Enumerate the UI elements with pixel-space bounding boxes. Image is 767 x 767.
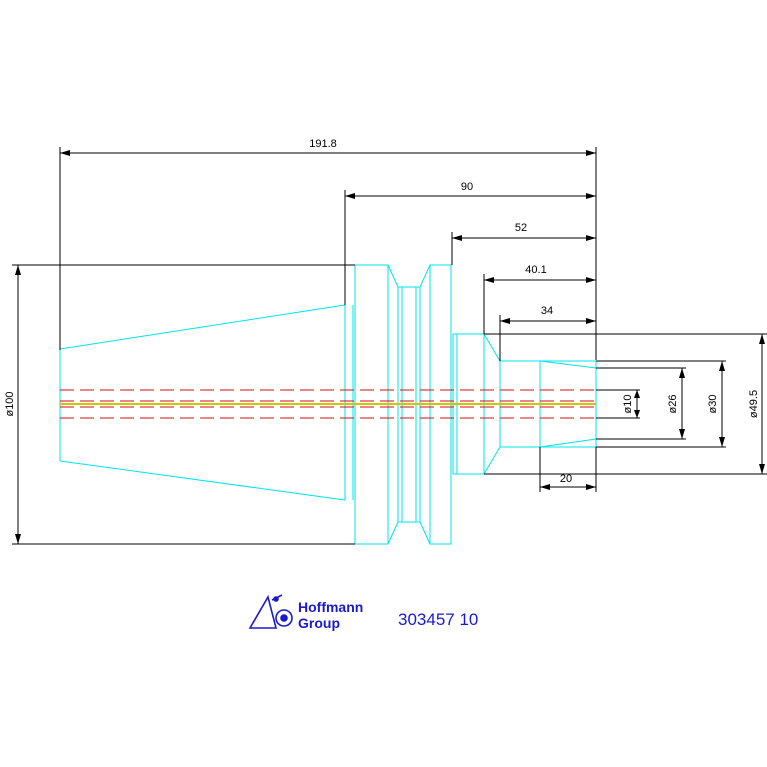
dim-length-90: 90 <box>461 181 473 193</box>
dimension-lines <box>12 147 767 545</box>
hoffmann-group-logo: Hoffmann Group <box>248 594 363 631</box>
dim-dia-49-5: ø49.5 <box>748 390 760 418</box>
dim-length-34: 34 <box>541 305 553 317</box>
dim-length-52: 52 <box>515 222 527 234</box>
dim-length-40-1: 40.1 <box>525 264 546 276</box>
part-number: 303457 10 <box>398 610 478 629</box>
dim-overall-length: 191.8 <box>309 138 337 150</box>
dim-dia-10: ø10 <box>622 395 634 414</box>
dim-dia-100: ø100 <box>4 391 16 416</box>
dim-dia-26: ø26 <box>667 395 679 414</box>
dim-length-20: 20 <box>560 473 572 485</box>
logo-line2: Group <box>298 615 340 631</box>
dim-dia-30: ø30 <box>707 395 719 414</box>
logo-line1: Hoffmann <box>298 599 363 615</box>
center-lines <box>60 389 596 419</box>
taper-cone <box>59 304 346 501</box>
logo-emblem-icon <box>248 594 293 629</box>
dimension-arrows <box>15 150 765 544</box>
